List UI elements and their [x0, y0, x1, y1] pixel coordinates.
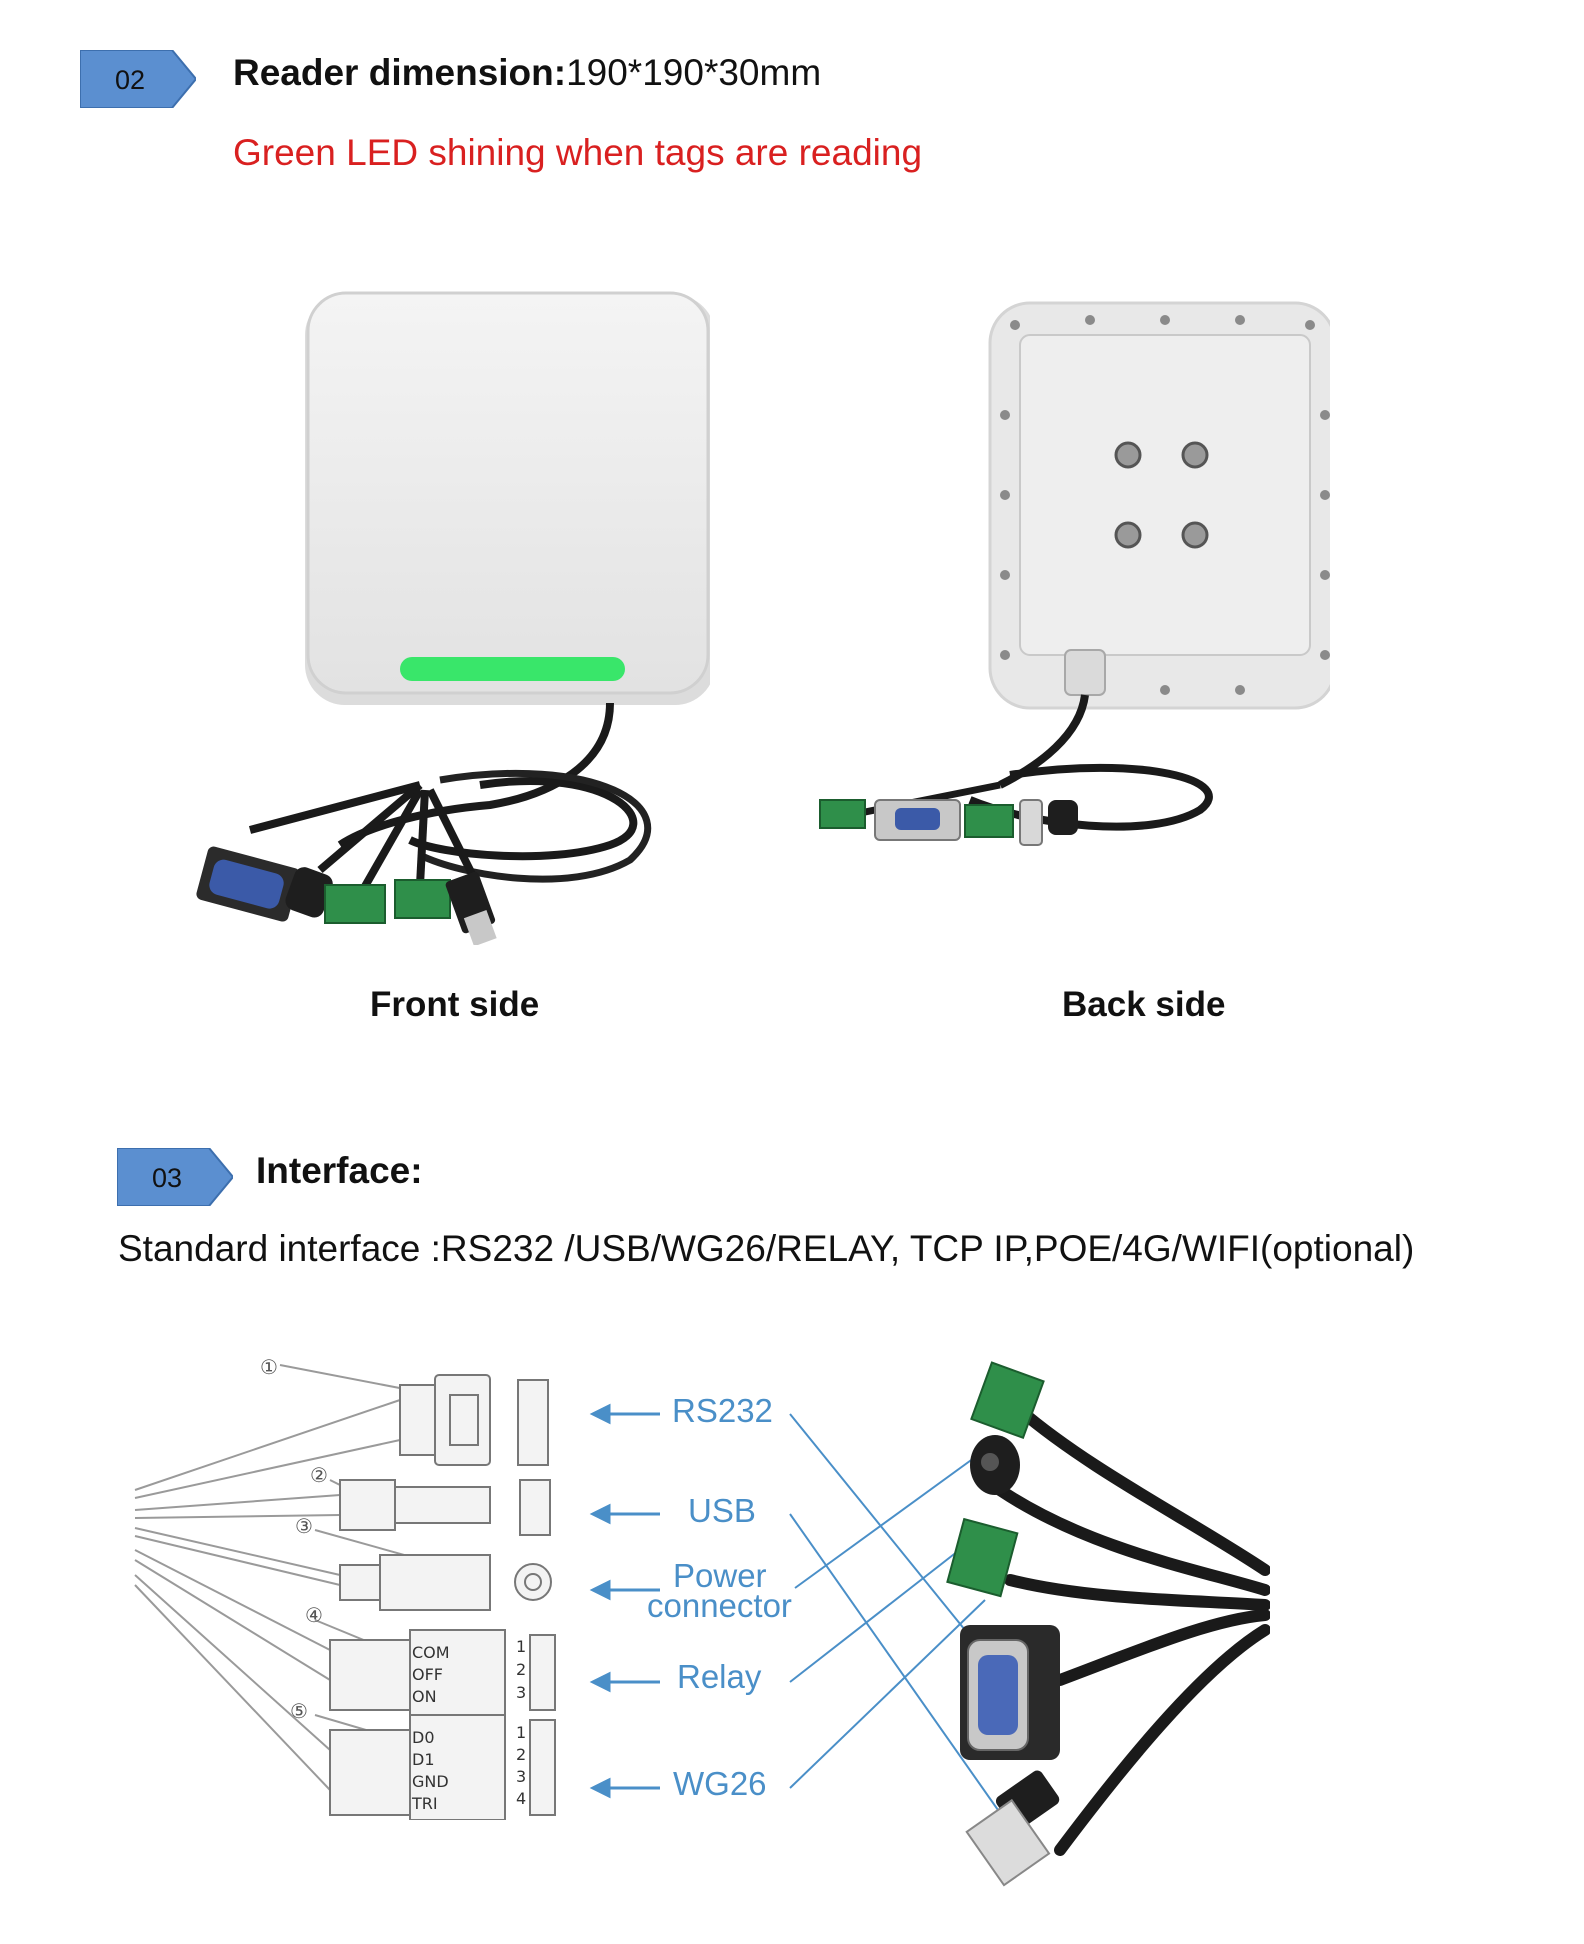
interface-diagram: ① ② ③ ④ ⑤ COM OFF ON D0 D1 GND TRI 1 2 3… — [134, 1355, 556, 1820]
rs232-label: RS232 — [672, 1392, 773, 1429]
power-label: Power — [673, 1557, 767, 1594]
arrow-badge-icon — [80, 50, 196, 108]
relay-num: 3 — [516, 1683, 526, 1702]
dimension-value: 190*190*30mm — [566, 52, 822, 93]
green-led-icon — [400, 657, 625, 681]
arrow-badge-icon — [117, 1148, 233, 1206]
relay-num: 1 — [516, 1637, 526, 1656]
reader-back-image — [819, 301, 1330, 846]
section-badge-03: 03 — [117, 1148, 233, 1206]
connector-label: connector — [647, 1587, 792, 1624]
interface-title-text: Interface: — [256, 1150, 423, 1191]
marker-3: ③ — [295, 1514, 313, 1538]
usb-label: USB — [688, 1492, 756, 1529]
marker-2: ② — [310, 1463, 328, 1487]
wg26-pin: D1 — [412, 1750, 435, 1769]
wg26-num: 2 — [516, 1745, 526, 1764]
cable-connectors-image — [946, 1361, 1270, 1887]
led-note: Green LED shining when tags are reading — [233, 132, 923, 173]
standard-interface-text: Standard interface :RS232 /USB/WG26/RELA… — [118, 1228, 1415, 1269]
reader-front-image — [196, 291, 710, 945]
marker-1: ① — [260, 1355, 278, 1379]
relay-pin: COM — [412, 1643, 450, 1662]
section-badge-02: 02 — [80, 50, 196, 108]
interface-title: Interface: — [256, 1150, 423, 1192]
relay-pin: OFF — [412, 1665, 443, 1684]
wg26-num: 3 — [516, 1767, 526, 1786]
marker-4: ④ — [305, 1603, 323, 1627]
relay-label: Relay — [677, 1658, 762, 1695]
wg26-label: WG26 — [673, 1765, 767, 1802]
wg26-num: 1 — [516, 1723, 526, 1742]
wg26-pin: GND — [412, 1772, 449, 1791]
wg26-pin: D0 — [412, 1728, 435, 1747]
back-side-caption: Back side — [1062, 985, 1226, 1024]
relay-pin: ON — [412, 1687, 437, 1706]
marker-5: ⑤ — [290, 1699, 308, 1723]
relay-num: 2 — [516, 1660, 526, 1679]
label-arrows — [589, 1403, 1006, 1820]
section-title: Reader dimension:190*190*30mm — [233, 52, 821, 94]
section-number: 03 — [151, 1163, 183, 1193]
wg26-num: 4 — [516, 1789, 526, 1808]
section-number: 02 — [114, 65, 146, 95]
front-side-caption: Front side — [370, 985, 540, 1024]
dimension-label: Reader dimension: — [233, 52, 567, 93]
wg26-pin: TRI — [411, 1794, 438, 1813]
